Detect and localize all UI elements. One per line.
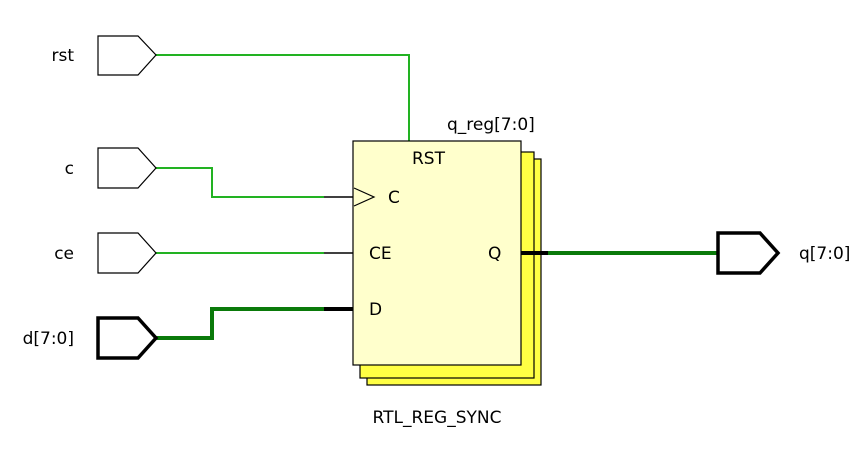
- port-ce-shape[interactable]: [97, 232, 157, 274]
- register-cell[interactable]: q_reg[7:0] RTL_REG_SYNC RST C CE D Q: [324, 115, 548, 428]
- pin-label-c: C: [388, 188, 400, 208]
- port-q-label: q[7:0]: [799, 244, 850, 264]
- wire-c[interactable]: [156, 167, 324, 198]
- wire-rst[interactable]: [156, 54, 410, 141]
- port-c-label: c: [65, 159, 74, 179]
- port-q-shape[interactable]: [716, 231, 781, 275]
- cell-instance-name: q_reg[7:0]: [447, 115, 535, 135]
- port-rst-label: rst: [51, 46, 74, 66]
- input-port-c[interactable]: c: [65, 147, 157, 189]
- pin-label-q: Q: [488, 244, 501, 264]
- pin-label-d: D: [369, 300, 382, 320]
- wires: [156, 54, 718, 340]
- port-c-shape[interactable]: [97, 147, 157, 189]
- input-port-d[interactable]: d[7:0]: [23, 316, 159, 360]
- pin-label-rst: RST: [412, 149, 446, 169]
- port-ce-label: ce: [54, 244, 74, 264]
- clock-triangle-icon: [353, 187, 376, 207]
- cell-body[interactable]: [352, 140, 522, 366]
- cell-type-name: RTL_REG_SYNC: [373, 408, 502, 428]
- input-port-rst[interactable]: rst: [51, 35, 157, 76]
- input-port-ce[interactable]: ce: [54, 232, 157, 274]
- port-d-label: d[7:0]: [23, 329, 74, 349]
- port-d-shape[interactable]: [96, 316, 159, 360]
- port-rst-shape[interactable]: [97, 35, 157, 76]
- pin-label-ce: CE: [369, 244, 392, 264]
- bus-d[interactable]: [156, 307, 324, 340]
- output-port-q[interactable]: q[7:0]: [716, 231, 850, 275]
